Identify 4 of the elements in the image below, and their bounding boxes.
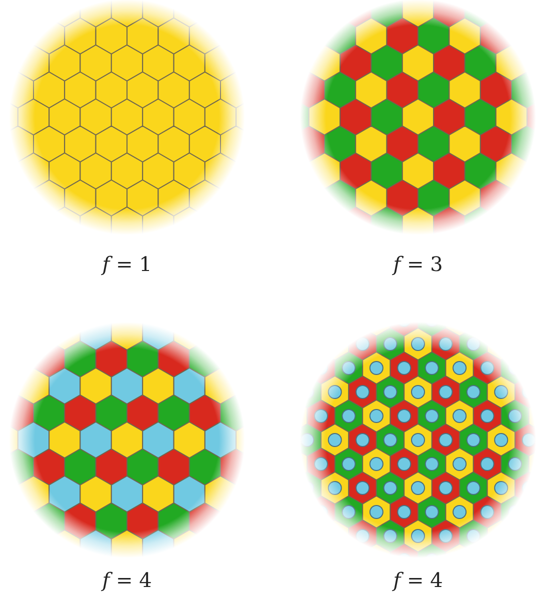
panel-caption: f = 4: [393, 568, 443, 592]
panel-caption: f = 4: [102, 568, 152, 592]
panel-caption: f = 1: [102, 252, 152, 276]
panel-caption: f = 3: [393, 252, 443, 276]
